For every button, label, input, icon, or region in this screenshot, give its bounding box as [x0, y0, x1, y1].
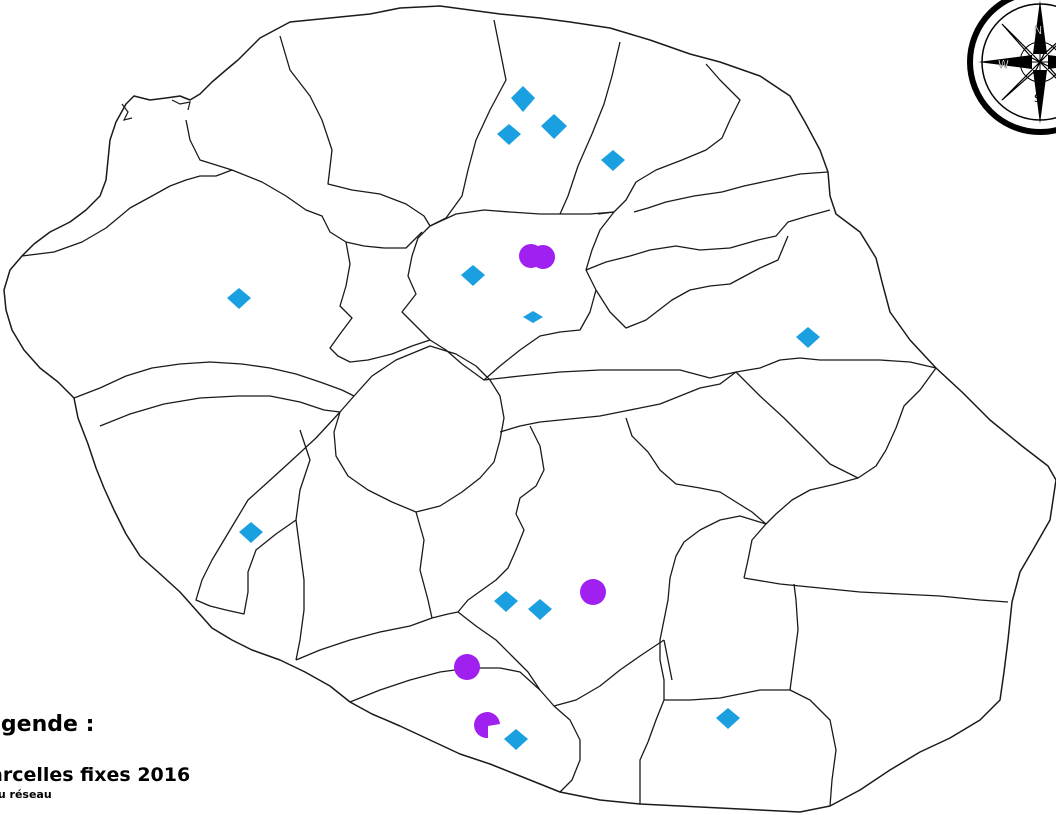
fixed-plot-markers — [227, 86, 820, 750]
fixed-plot-marker — [511, 86, 535, 112]
compass-south-label: S — [1034, 92, 1041, 105]
network-point-marker — [580, 579, 606, 605]
fixed-plot-marker — [541, 114, 567, 139]
legend-title: égende : — [0, 712, 95, 737]
fixed-plot-marker — [494, 591, 518, 612]
compass-rose: N S W — [967, 0, 1056, 135]
network-point-markers — [454, 244, 606, 739]
network-point-marker — [519, 244, 543, 268]
network-point-marker — [454, 654, 480, 680]
port-detail — [121, 99, 191, 121]
fixed-plot-marker — [239, 522, 263, 543]
legend-item-network: du réseau — [0, 788, 52, 801]
island-outline — [3, 5, 1056, 813]
fixed-plot-marker — [716, 708, 740, 729]
fixed-plot-marker — [796, 327, 820, 348]
commune-boundaries — [21, 19, 1009, 807]
legend-item-fixed-plots: arcelles fixes 2016 — [0, 764, 191, 786]
compass-north-label: N — [1034, 24, 1042, 37]
network-point-marker — [474, 712, 500, 739]
fixed-plot-marker — [497, 124, 521, 145]
fixed-plot-marker — [461, 265, 485, 286]
fixed-plot-marker — [601, 150, 625, 171]
map-legend: égende : arcelles fixes 2016 du réseau — [0, 700, 320, 810]
fixed-plot-marker — [528, 599, 552, 620]
fixed-plot-marker — [227, 288, 251, 309]
fixed-plot-marker — [523, 311, 543, 323]
fixed-plot-marker — [504, 729, 528, 750]
compass-west-label: W — [998, 58, 1009, 71]
